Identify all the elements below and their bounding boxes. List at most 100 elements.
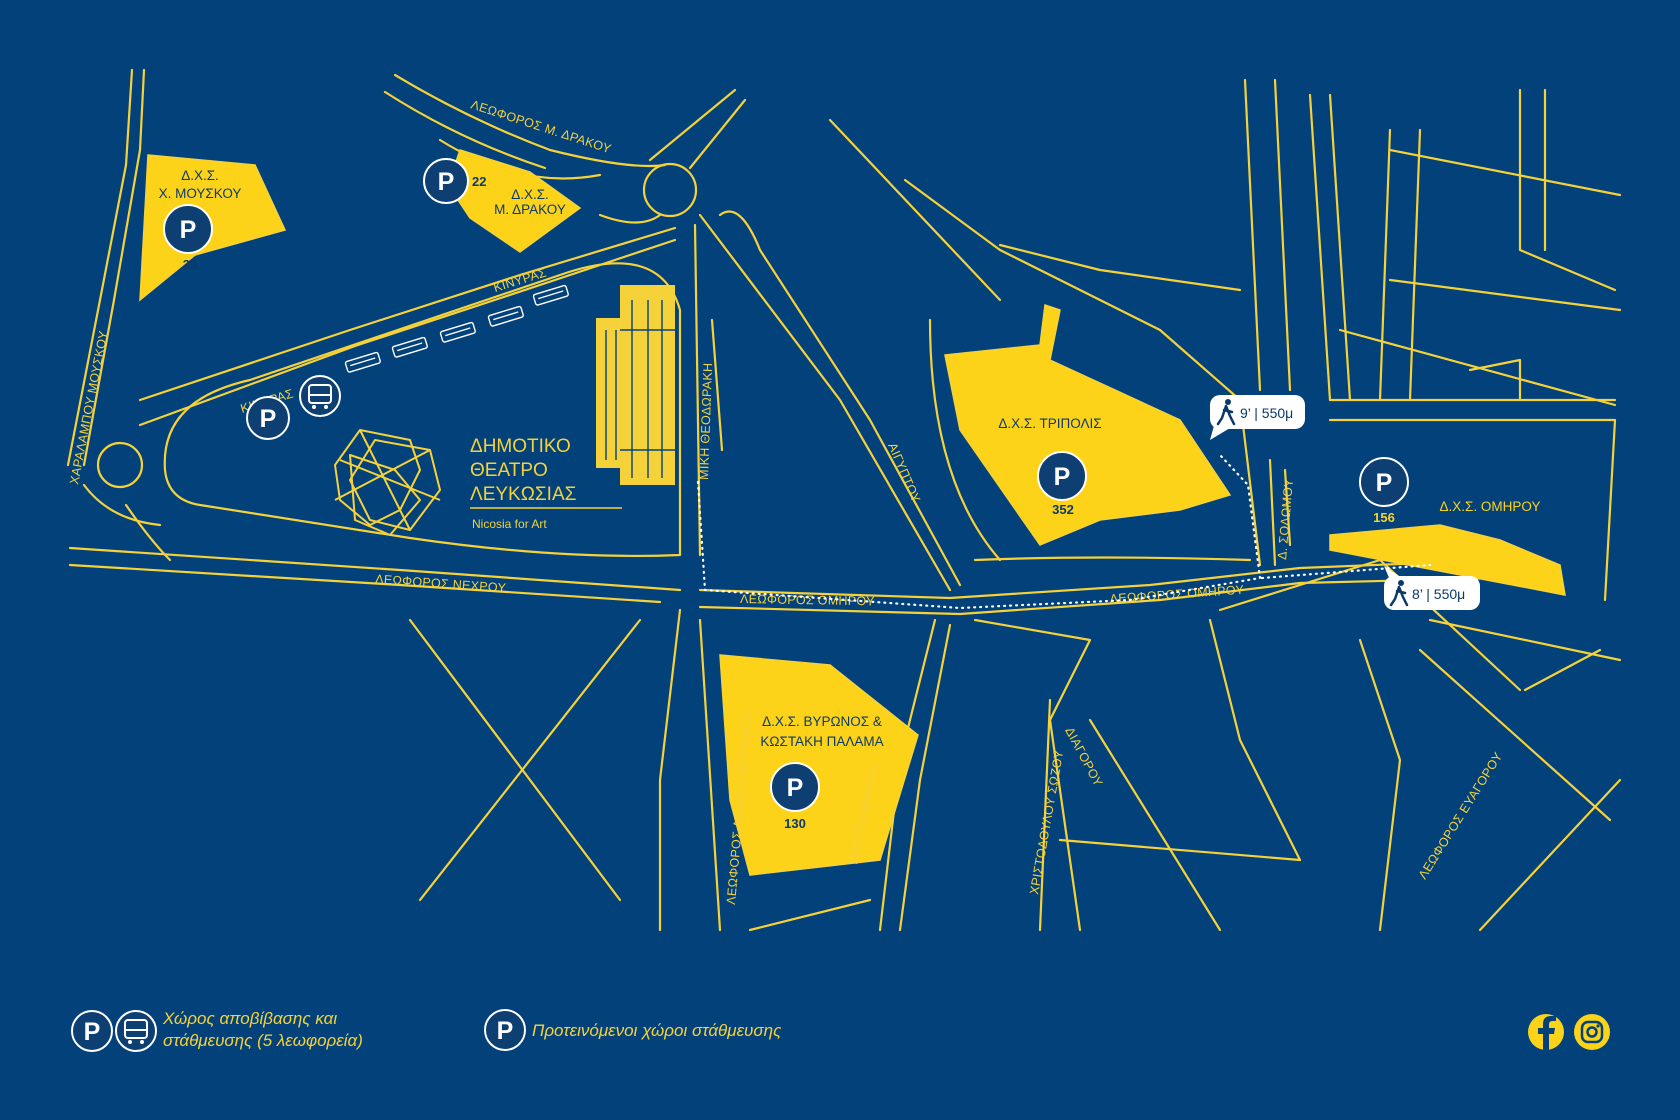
theatre-portico <box>596 318 626 468</box>
parking-markers: P P P P P P <box>163 158 1409 812</box>
lot-omirou-line1: Δ.Χ.Σ. ΟΜΗΡΟΥ <box>1440 499 1541 514</box>
road-drakou-a <box>393 73 667 168</box>
parking-icon: P <box>163 204 213 254</box>
bus-icon <box>487 305 524 327</box>
road-north-3 <box>598 213 662 224</box>
road-ne-9 <box>1388 148 1622 197</box>
lot-vyronos-line2: ΚΩΣΤΑΚΗ ΠΑΛΑΜΑ <box>760 734 883 749</box>
street-aigyptou: ΑΙΓΥΠΤΟΥ <box>885 441 923 505</box>
parking-lots <box>139 149 1566 876</box>
lot-tripolis-count: 352 <box>1052 502 1074 517</box>
road-solomou-a <box>1268 458 1277 567</box>
road-s-6 <box>1088 718 1222 932</box>
street-omirou-1: ΛΕΩΦΟΡΟΣ ΟΜΗΡΟΥ <box>740 592 875 608</box>
lot-omirou-count: 156 <box>1373 510 1395 525</box>
theatre-tagline: Nicosia for Art <box>472 517 547 531</box>
parking-icon: P <box>71 1010 113 1052</box>
roundabout-west <box>96 441 144 489</box>
svg-text:P: P <box>180 216 197 244</box>
lot-vyronos <box>719 654 919 876</box>
theatre-name-line1: ΔΗΜΟΤΙΚΟ <box>470 436 571 457</box>
walk-route-tripolis <box>696 453 1262 610</box>
parking-icon: P <box>770 762 820 812</box>
road-s-palama-b <box>898 623 952 932</box>
road-aigyptou-a <box>698 213 952 592</box>
road-s-vyronos-b <box>698 618 722 932</box>
walk-time-omirou: 8’ | 550μ <box>1412 586 1465 602</box>
lot-drakou-count: 22 <box>472 174 486 189</box>
road-ne-10 <box>1388 278 1622 312</box>
road-s-vyronos-a <box>658 608 682 932</box>
road-nechrou-a <box>68 546 682 592</box>
walking-person-icon <box>1389 580 1409 607</box>
road-network <box>66 68 1622 932</box>
parking-icon: P <box>423 158 469 204</box>
lot-tripolis <box>944 303 1232 546</box>
road-charalampou-a <box>66 68 134 467</box>
lot-drakou-line2: Μ. ΔΡΑΚΟΥ <box>494 202 566 217</box>
road-ne-4 <box>1328 93 1352 402</box>
svg-text:P: P <box>497 1017 514 1045</box>
road-s-2 <box>408 618 622 902</box>
road-west-curve <box>82 483 162 527</box>
street-theodorakis: ΜΙΚΗ ΘΕΟΔΩΡΑΚΗ <box>697 362 715 480</box>
road-kinyras-a <box>138 226 677 402</box>
instagram-icon[interactable] <box>1574 1014 1610 1050</box>
bus-icon <box>391 336 428 358</box>
road-ne-13 <box>1328 418 1617 602</box>
legend: P Χώρος αποβίβασης και στάθμευσης (5 λεω… <box>71 1009 782 1052</box>
road-aigyptou-b <box>718 210 962 587</box>
svg-text:P: P <box>1054 463 1071 491</box>
road-ne-3 <box>1308 93 1332 402</box>
street-evagorou: ΛΕΩΦΟΡΟΣ ΕΥΑΓΟΡΟΥ <box>1416 749 1506 881</box>
theatre-logo-icon <box>334 429 441 536</box>
road-s-10 <box>1418 648 1612 822</box>
walk-bubble-tripolis: 9’ | 550μ <box>1210 395 1305 440</box>
parking-icon: P <box>1359 457 1409 507</box>
road-s-14 <box>748 898 872 932</box>
legend-dropoff-line1: Χώρος αποβίβασης και <box>162 1009 337 1028</box>
roundabout-north <box>642 162 698 218</box>
walking-person-icon <box>1216 399 1236 426</box>
walk-bubble-omirou: 8’ | 550μ <box>1384 566 1480 610</box>
svg-text:P: P <box>260 405 277 433</box>
parking-icon: P <box>484 1009 526 1051</box>
walk-time-tripolis: 9’ | 550μ <box>1240 405 1293 421</box>
road-kinyras-b <box>138 238 677 427</box>
parking-icon: P <box>1037 451 1087 501</box>
road-ne-7 <box>1518 88 1617 292</box>
road-nechrou-b <box>68 563 662 604</box>
facebook-icon[interactable] <box>1528 1014 1564 1050</box>
road-s-12 <box>1523 648 1602 692</box>
road-ne-1 <box>1243 78 1262 392</box>
road-west-curve2 <box>124 503 172 562</box>
road-theodorakis-b <box>710 318 724 452</box>
road-s-11 <box>1428 618 1622 662</box>
bus-icon <box>439 321 476 343</box>
lot-vyronos-count: 130 <box>784 816 806 831</box>
svg-text:P: P <box>1376 469 1393 497</box>
lot-drakou-line1: Δ.Χ.Σ. <box>511 187 549 202</box>
road-omirou-a <box>698 558 1502 600</box>
walk-route-omirou <box>1260 563 1432 580</box>
lot-tripolis-line1: Δ.Χ.Σ. ΤΡΙΠΟΛΙΣ <box>998 416 1101 431</box>
theatre-name-line2: ΘΕΑΤΡΟ <box>470 460 548 481</box>
legend-suggested: Προτεινόμενοι χώροι στάθμευσης <box>532 1021 782 1040</box>
road-north-1 <box>648 88 737 162</box>
road-ne-14 <box>1468 358 1522 402</box>
road-ne-2 <box>1273 78 1292 392</box>
road-s-4 <box>1038 698 1052 932</box>
street-solomou: Δ. ΣΟΛΩΜΟΥ <box>1275 478 1296 561</box>
bus-icon <box>115 1010 157 1052</box>
road-tripolis-b <box>998 243 1242 292</box>
walking-routes <box>696 453 1432 610</box>
legend-dropoff-line2: στάθμευσης (5 λεωφορεία) <box>163 1031 363 1050</box>
bus-icon <box>299 375 341 417</box>
svg-text:P: P <box>438 168 455 196</box>
lot-labels: Δ.Χ.Σ. Χ. ΜΟΥΣΚΟΥ 33 Δ.Χ.Σ. Μ. ΔΡΑΚΟΥ 22… <box>159 168 1541 831</box>
road-s-13 <box>1478 778 1622 932</box>
bus-icon <box>344 351 381 373</box>
road-s-9 <box>1358 638 1402 932</box>
road-solomou-b <box>1283 468 1292 547</box>
